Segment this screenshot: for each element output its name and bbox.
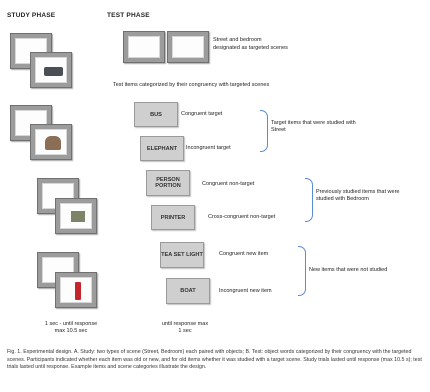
- study-phase-header: STUDY PHASE: [7, 12, 56, 19]
- label-incongruent-new: Incongruent new item: [219, 288, 272, 294]
- word-card-4: PRINTER: [151, 205, 195, 230]
- figure-caption: Fig. 1. Experimental design. A. Study: t…: [7, 349, 422, 371]
- scenes-note-2: designated as targeted scenes: [213, 45, 288, 51]
- label-congruent-new: Congruent new item: [219, 251, 269, 257]
- label-cross-congruent-nontarget: Cross-congruent non-target: [208, 214, 276, 220]
- phone-booth-object-image: [60, 277, 92, 303]
- categorized-note: Test items categorized by their congruen…: [113, 82, 270, 88]
- nontargets-brace: [305, 178, 313, 222]
- label-congruent-target: Congruent target: [181, 111, 223, 117]
- targets-note: Target items that were studied with Stre…: [271, 120, 356, 133]
- nontargets-note: Previously studied items that were studi…: [316, 189, 400, 202]
- scenes-note: Street and bedroom: [213, 37, 262, 43]
- targets-brace: [260, 110, 268, 152]
- test-street-scene-image: [128, 36, 160, 58]
- word-card-1: BUS: [134, 102, 178, 127]
- test-timing: until response max 1 sec: [161, 321, 209, 334]
- word-card-5: TEA SET LIGHT: [160, 242, 204, 268]
- word-card-6: BOAT: [166, 278, 210, 304]
- label-incongruent-target: Incongruent target: [186, 145, 231, 151]
- word-card-3: PERSON PORTION: [146, 170, 190, 196]
- elephant-object-image: [35, 129, 67, 155]
- test-bedroom-scene-image: [172, 36, 204, 58]
- test-phase-header: TEST PHASE: [107, 12, 150, 19]
- new-items-note: New items that were not studied: [309, 267, 388, 273]
- bus-object-image: [35, 57, 67, 83]
- printer-object-image: [60, 203, 92, 229]
- study-timing: 1 sec - until response max 10.5 sec: [44, 321, 98, 334]
- label-congruent-nontarget: Congruent non-target: [202, 181, 255, 187]
- word-card-2: ELEPHANT: [140, 136, 184, 161]
- new-items-brace: [298, 246, 306, 296]
